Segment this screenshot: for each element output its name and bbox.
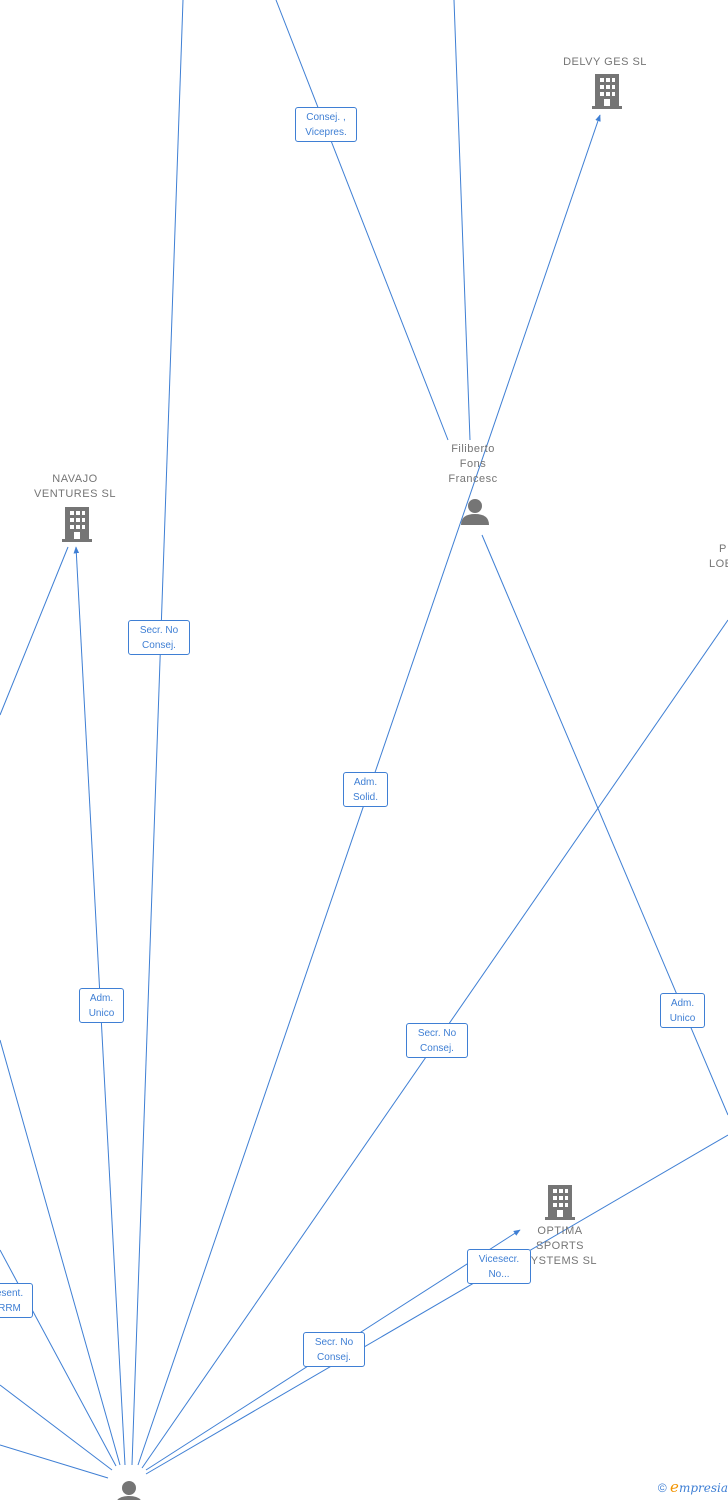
company-label-edge[interactable]: P LOE — [709, 543, 728, 570]
empresia-logo-text: mpresia — [678, 1481, 728, 1495]
person-icon-filiberto — [461, 499, 489, 525]
edge-bottom-to-left-4 — [0, 1384, 113, 1471]
role-badge[interactable]: Adm.Solid. — [343, 772, 388, 807]
building-icon-optima — [545, 1185, 575, 1220]
person-label-filiberto[interactable]: Filiberto Fons Francesc — [448, 443, 498, 485]
edge-bottom-to-right — [145, 1134, 728, 1475]
building-icon-navajo — [62, 507, 92, 542]
empresia-logo-e: e — [670, 1478, 679, 1496]
edge-bottom-to-left-1 — [0, 1039, 121, 1466]
copyright-icon: © — [657, 1481, 667, 1495]
person-icon-bottom — [117, 1481, 141, 1500]
role-badge[interactable]: Consej. ,Vicepres. — [295, 107, 357, 142]
edge-filiberto-to-top-2 — [453, 0, 471, 441]
building-icon-delvy — [592, 74, 622, 109]
role-badge[interactable]: Adm.Unico — [79, 988, 124, 1023]
company-label-optima[interactable]: OPTIMA SPORTS SYSTEMS SL — [522, 1225, 598, 1267]
edge-filiberto-to-top-1 — [275, 0, 449, 441]
edge-bottom-to-left-3 — [0, 1444, 109, 1479]
empresia-credit[interactable]: © empresia — [658, 1478, 728, 1500]
building-icons — [62, 74, 622, 1500]
company-label-navajo[interactable]: NAVAJO VENTURES SL — [34, 473, 116, 500]
edge-left-to-navajo — [0, 546, 69, 716]
edge-bottom-to-top-1 — [131, 0, 184, 1466]
company-label-delvy[interactable]: DELVY GES SL — [563, 56, 647, 68]
role-badge[interactable]: Vicesecr.No... — [467, 1249, 531, 1284]
role-badge[interactable]: esent.RRM — [0, 1283, 33, 1318]
role-badge[interactable]: Adm.Unico — [660, 993, 705, 1028]
edge-filiberto-to-right — [481, 534, 728, 1116]
